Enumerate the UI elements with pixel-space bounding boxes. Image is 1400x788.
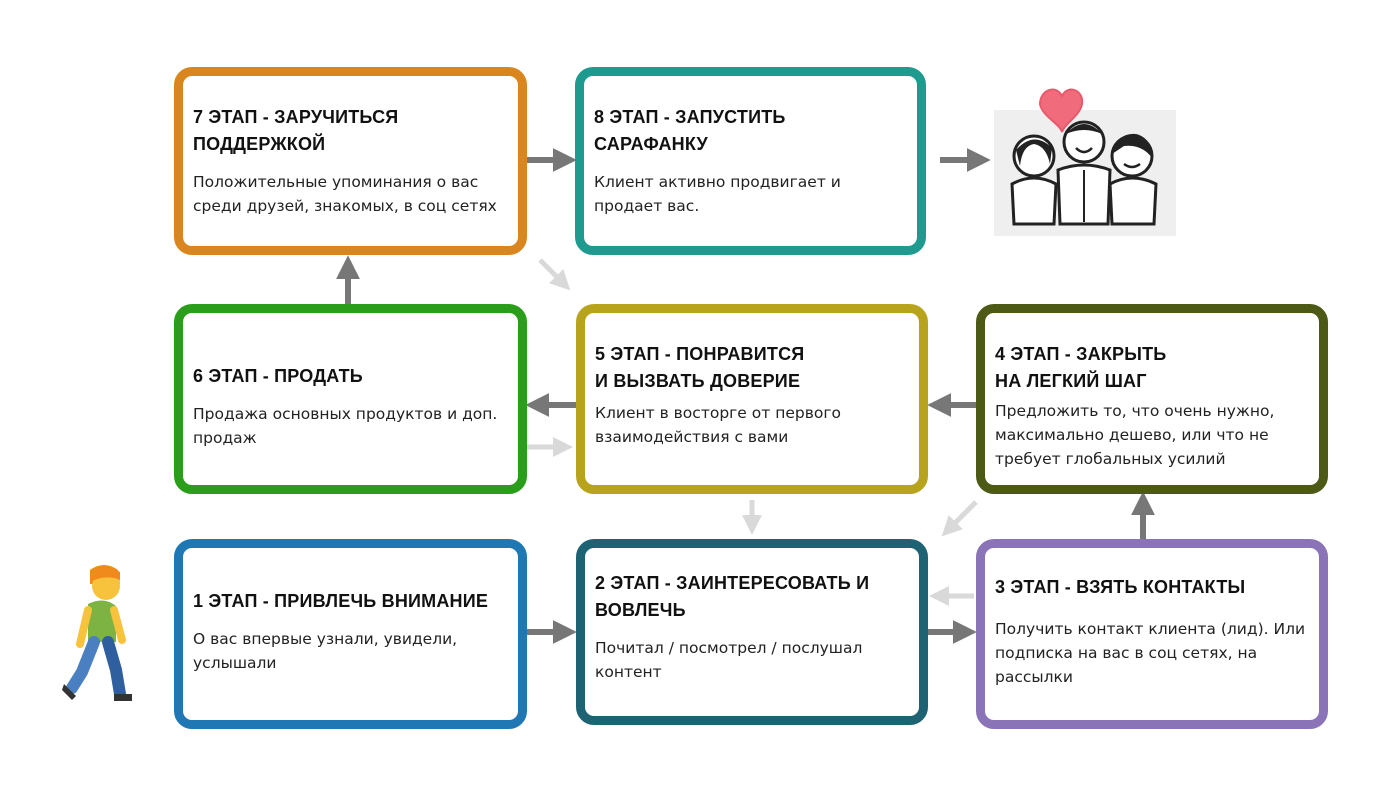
stage-4-description: Предложить то, что очень нужно, максимал… xyxy=(995,402,1275,468)
stage-5-description: Клиент в восторге от первого взаимодейст… xyxy=(595,404,841,446)
happy-people-with-heart-icon xyxy=(994,88,1176,236)
stage-6-box: 6 ЭТАП - ПРОДАТЬ Продажа основных продук… xyxy=(174,304,527,494)
arrow-4-to-2-faded xyxy=(941,500,978,537)
stage-6-title: 6 ЭТАП - ПРОДАТЬ xyxy=(193,366,363,386)
stage-2-description: Почитал / посмотрел / послушал контент xyxy=(595,639,863,681)
stage-3-description: Получить контакт клиента (лид). Или подп… xyxy=(995,620,1306,686)
stage-7-description: Положительные упоминания о вас среди дру… xyxy=(193,173,497,215)
stage-3-title: 3 ЭТАП - ВЗЯТЬ КОНТАКТЫ xyxy=(995,577,1246,597)
stage-8-description: Клиент активно продвигает и продает вас. xyxy=(594,173,841,215)
walking-person-icon xyxy=(62,565,132,701)
arrow-7-to-5-faded xyxy=(538,258,571,291)
stage-1-description: О вас впервые узнали, увидели, услышали xyxy=(193,630,458,672)
stage-1-title: 1 ЭТАП - ПРИВЛЕЧЬ ВНИМАНИЕ xyxy=(193,591,489,611)
stage-1-box: 1 ЭТАП - ПРИВЛЕЧЬ ВНИМАНИЕ О вас впервые… xyxy=(174,539,527,729)
stage-6-description: Продажа основных продуктов и доп. продаж xyxy=(193,405,498,447)
stage-3-box: 3 ЭТАП - ВЗЯТЬ КОНТАКТЫ Получить контакт… xyxy=(976,539,1328,729)
